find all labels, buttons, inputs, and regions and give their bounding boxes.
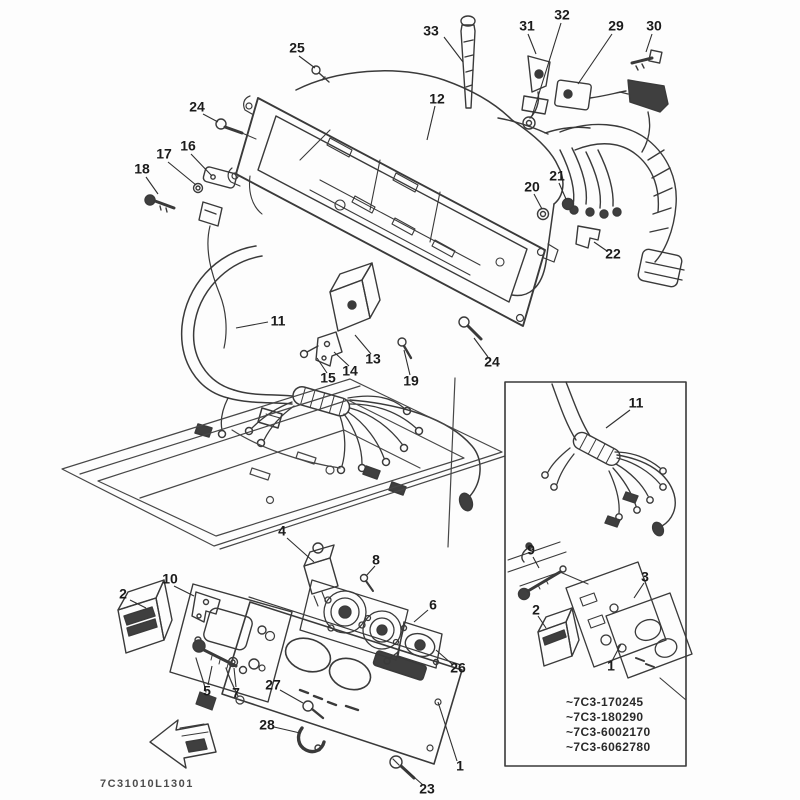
bolt-23-part	[390, 756, 414, 778]
panel-wires-part	[196, 658, 244, 710]
receptacle-6-26-part	[384, 622, 442, 668]
connector-plug-top-part	[620, 80, 668, 152]
frame-12-part	[228, 96, 558, 326]
callout-22: 22	[605, 246, 621, 262]
callout-17: 17	[156, 146, 172, 162]
gauge-assembly-part	[300, 580, 408, 660]
bolt-30-part	[632, 50, 662, 70]
bolt-24-left-part	[216, 119, 256, 139]
callout-25: 25	[289, 40, 305, 56]
callout-24-right: 24	[484, 354, 500, 370]
screw-25-part	[312, 66, 329, 82]
inset-box	[505, 382, 692, 766]
callout-9-inset: 9	[527, 542, 535, 558]
harness-boot-part	[498, 118, 684, 288]
callout-19: 19	[403, 373, 419, 389]
relay-29-part	[554, 80, 626, 110]
housing-body-part	[250, 71, 563, 296]
callout-4: 4	[278, 523, 286, 539]
callout-16: 16	[180, 138, 196, 154]
washer-17-part	[194, 184, 203, 193]
rear-subpanel-part	[170, 584, 292, 702]
inset-switch-2-part	[538, 608, 579, 666]
screw-15-part	[301, 346, 319, 358]
screw-19-part	[398, 338, 411, 358]
part-number-list: ~7C3-170245 ~7C3-180290 ~7C3-6002170 ~7C…	[566, 695, 651, 754]
nut-20-part	[538, 209, 549, 220]
callout-32: 32	[554, 7, 570, 23]
bracket-22-part	[576, 226, 600, 248]
cap-nut-21-part	[563, 199, 574, 210]
screw-8-part	[361, 575, 374, 592]
callout-8: 8	[372, 552, 380, 568]
callout-31: 31	[519, 18, 535, 34]
bolt-18-part	[145, 195, 174, 212]
bracket-10-part	[192, 592, 220, 622]
callout-33: 33	[423, 23, 439, 39]
callout-5: 5	[203, 683, 211, 699]
inset-bolt-9-part	[519, 543, 567, 600]
part-number-3: ~7C3-6002170	[566, 725, 651, 739]
callout-11-inset: 11	[629, 395, 644, 411]
washer-32-part	[523, 117, 535, 129]
callout-21: 21	[549, 168, 565, 184]
callout-15: 15	[320, 370, 336, 386]
wire-harness-11-part	[182, 246, 480, 513]
callout-10: 10	[162, 571, 178, 587]
callout-1-inset: 1	[607, 658, 615, 674]
drawing-code: 7C31010L1301	[100, 778, 194, 790]
screw-27-part	[303, 701, 323, 718]
callout-12: 12	[429, 91, 445, 107]
callout-1-main: 1	[456, 758, 464, 774]
box-13-part	[330, 263, 380, 331]
part-number-4: ~7C3-6062780	[566, 740, 651, 754]
bolt-24-right-part	[459, 317, 481, 339]
callout-2-inset: 2	[532, 602, 540, 618]
inset-harness-11-part	[542, 382, 675, 537]
callout-18: 18	[134, 161, 150, 177]
bracket-31-part	[522, 56, 550, 118]
fwd-arrow-part	[150, 720, 216, 768]
bolt-33-part	[461, 16, 475, 108]
plate-16-part	[202, 166, 237, 189]
front-panel-1-part	[222, 597, 462, 764]
callout-29: 29	[608, 18, 624, 34]
switch-plug-left-part	[199, 202, 226, 348]
callout-20: 20	[524, 179, 540, 195]
callout-27: 27	[265, 677, 281, 693]
callout-30: 30	[646, 18, 662, 34]
callout-26: 26	[450, 660, 466, 676]
washer-7-part	[229, 658, 247, 674]
inset-panel-parts	[566, 562, 692, 700]
callout-labels: 33 31 32 29 30 25 24 16 17 18 12 20 21 2…	[119, 7, 662, 797]
bolt-5-part	[193, 640, 236, 668]
panel-sheets-part	[62, 378, 505, 549]
callout-14: 14	[342, 363, 358, 379]
callout-3-inset: 3	[641, 569, 649, 585]
callout-23: 23	[419, 781, 435, 797]
switch-2-part	[118, 580, 172, 653]
callout-2-main: 2	[119, 586, 127, 602]
part-number-1: ~7C3-170245	[566, 695, 643, 709]
leader-lines	[129, 22, 653, 786]
callout-6: 6	[429, 597, 437, 613]
callout-28: 28	[259, 717, 275, 733]
bracket-14-part	[316, 332, 342, 366]
part-number-2: ~7C3-180290	[566, 710, 643, 724]
callout-11-main: 11	[271, 313, 286, 329]
callout-7: 7	[232, 685, 240, 701]
clamp-28-part	[299, 728, 324, 752]
switch-4-part	[304, 543, 338, 606]
callout-13: 13	[365, 351, 381, 367]
callout-24-left: 24	[189, 99, 205, 115]
